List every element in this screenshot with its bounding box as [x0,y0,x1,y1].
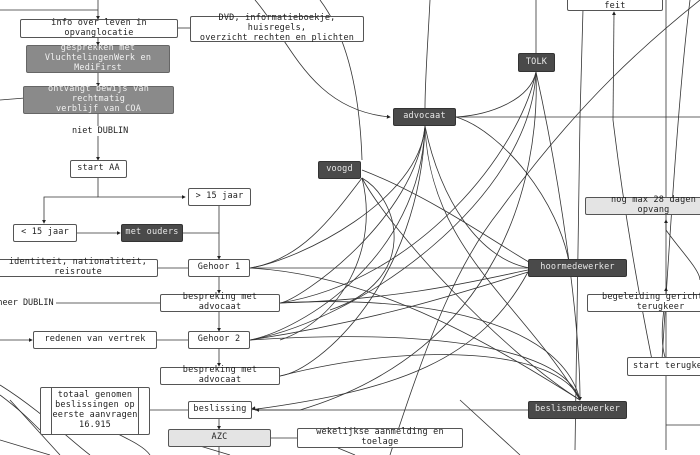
node-gt-15-jaar[interactable]: > 15 jaar [188,188,251,206]
node-identiteit[interactable]: identiteit, nationaliteit, reisroute [0,257,158,277]
node-nog-max-28-dagen[interactable]: nog max 28 dagen opvang [585,195,700,215]
node-info-opvanglocatie[interactable]: info over leven in opvanglocatie [20,18,178,38]
node-totaal-beslissingen: totaal genomen beslissingen op eerste aa… [40,387,150,435]
node-met-ouders[interactable]: met ouders [121,224,183,242]
node-start-aa[interactable]: start AA [70,160,127,178]
node-bewijs-rechtmatig-verblijf[interactable]: ontvangt bewijs van rechtmatig verblijf … [23,84,174,114]
node-dvd-informatieboekje[interactable]: DVD, informatieboekje, huisregels, overz… [190,13,364,43]
node-azc[interactable]: AZC [168,429,271,447]
node-begeleiding-terugkeer[interactable]: begeleiding gericht op terugkeer [587,292,700,312]
totaal-beslissingen-text: totaal genomen beslissingen op eerste aa… [51,388,139,434]
node-bij-strafbaar-feit[interactable]: bij strafbaar feit [567,0,663,11]
node-wekelijkse-aanmelding[interactable]: wekelijkse aanmelding en toelage [297,427,463,448]
node-gehoor-2[interactable]: Gehoor 2 [188,331,250,349]
node-advocaat[interactable]: advocaat [393,108,456,126]
node-lt-15-jaar[interactable]: < 15 jaar [13,224,77,242]
node-voogd[interactable]: voogd [318,161,361,179]
node-hoormedewerker[interactable]: hoormedewerker [528,259,627,277]
node-gehoor-1[interactable]: Gehoor 1 [188,259,250,277]
label-wanneer-dublin: wanneer DUBLIN [0,298,54,308]
node-redenen-van-vertrek[interactable]: redenen van vertrek [33,331,157,349]
node-tolk[interactable]: TOLK [518,53,555,72]
node-bespreking-advocaat-2[interactable]: bespreking met advocaat [160,365,280,385]
label-niet-dublin: niet DUBLIN [72,126,129,136]
node-bespreking-advocaat-1[interactable]: bespreking met advocaat [160,292,280,312]
node-beslissing[interactable]: beslissing [188,401,252,419]
node-beslismedewerker[interactable]: beslismedewerker [528,401,627,419]
node-gesprekken[interactable]: gesprekken met VluchtelingenWerk en Medi… [26,43,170,73]
node-start-terugkeer[interactable]: start terugkeer [627,357,700,376]
